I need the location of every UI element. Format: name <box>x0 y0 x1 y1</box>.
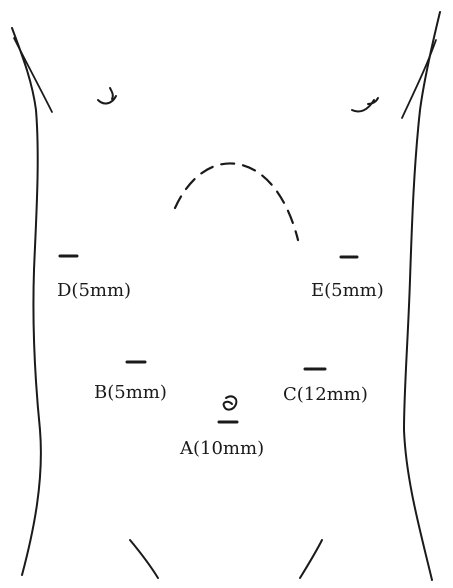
left-shoulder-line <box>14 38 52 112</box>
umbilicus-mark <box>224 396 237 409</box>
left-nipple-mark <box>98 88 116 103</box>
right-torso-outline <box>404 12 440 580</box>
right-shoulder-line <box>402 40 436 118</box>
port-c-label: C(12mm) <box>283 384 368 405</box>
left-inguinal-line <box>130 540 158 578</box>
right-nipple-mark <box>352 98 378 112</box>
port-e-label: E(5mm) <box>311 280 384 301</box>
right-inguinal-line <box>300 540 322 578</box>
port-b-label: B(5mm) <box>94 382 167 403</box>
costal-margin-dashed <box>175 163 298 240</box>
left-torso-outline <box>12 28 41 575</box>
port-a-label: A(10mm) <box>179 438 264 459</box>
port-d-label: D(5mm) <box>57 280 131 301</box>
